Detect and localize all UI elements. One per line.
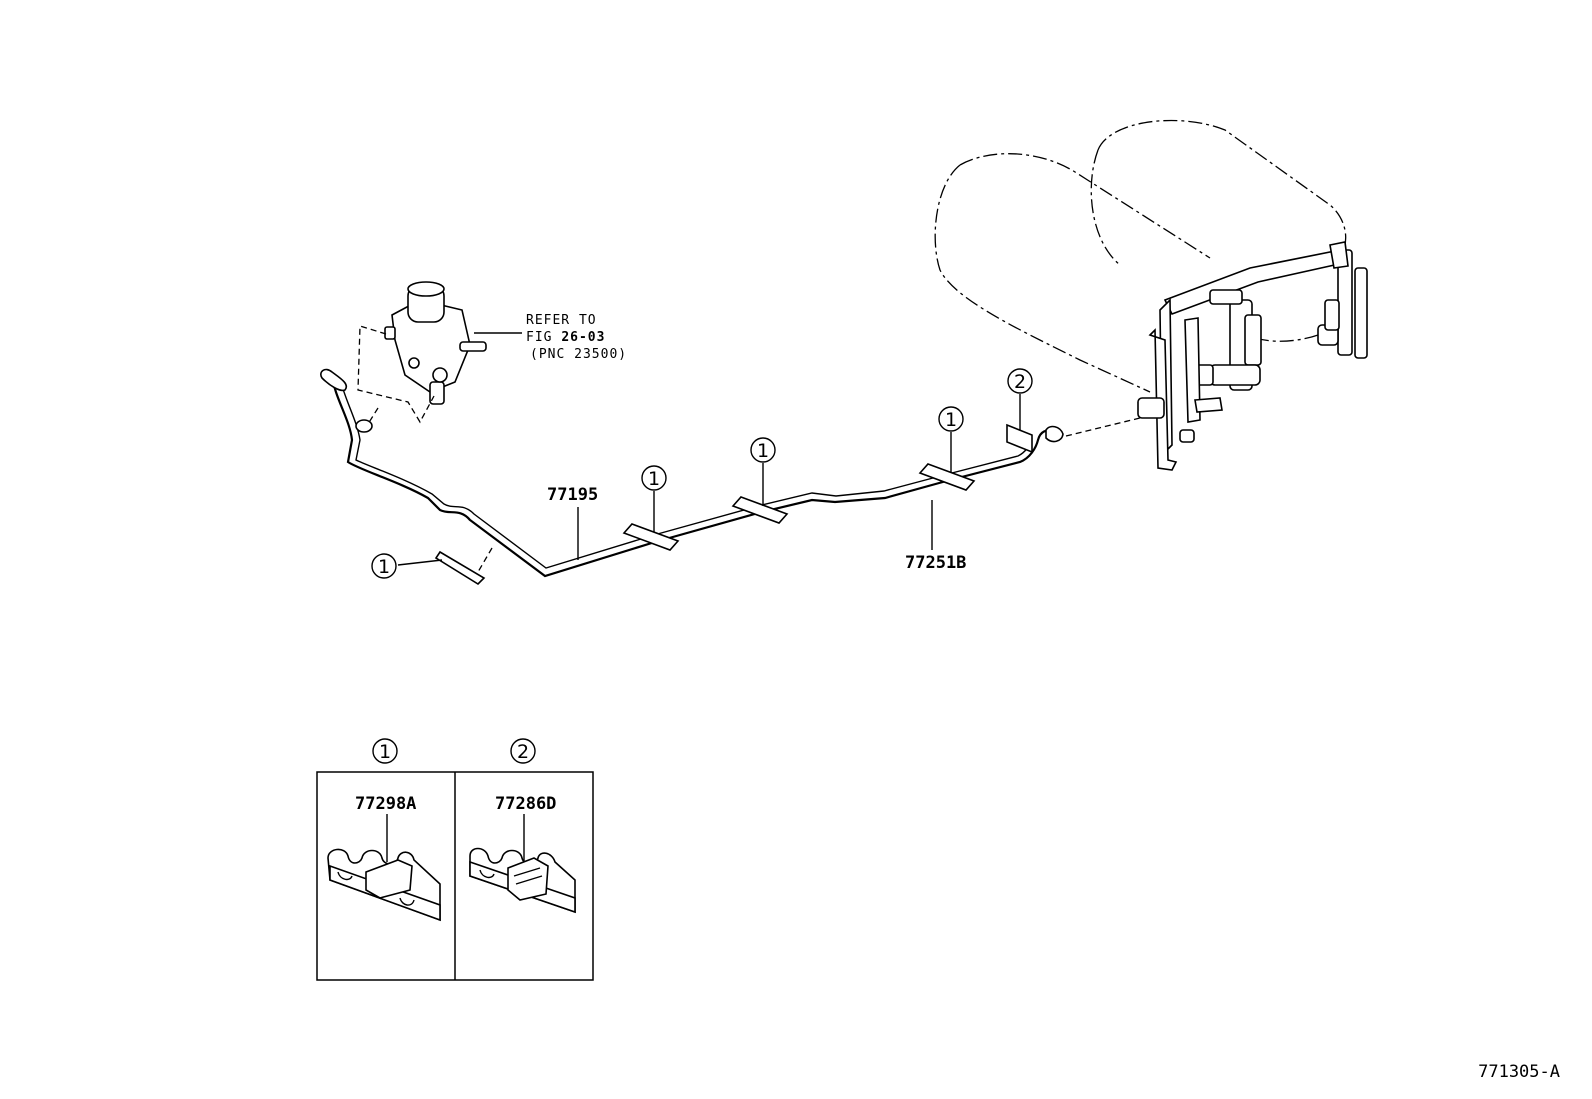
- svg-text:2: 2: [517, 741, 529, 763]
- pump-connection-dashed: [357, 325, 435, 424]
- clamp-detail-inset: 1 2 77298A 77286D: [316, 738, 594, 981]
- callout-clamp-2: 1: [750, 437, 776, 463]
- svg-text:1: 1: [379, 741, 391, 763]
- leader-lines: [397, 394, 1021, 566]
- clamp-77298a-drawing: [327, 848, 441, 922]
- callout-bracket: 2: [1007, 368, 1033, 394]
- part-label-77286d: 77286D: [495, 794, 556, 814]
- svg-text:1: 1: [648, 468, 660, 490]
- inset-callout-1: 1: [372, 738, 398, 764]
- svg-text:2: 2: [1014, 371, 1026, 393]
- part-label-77251b: 77251B: [905, 553, 966, 573]
- fuel-tank-outline: [934, 119, 1347, 393]
- callout-clamp-4: 1: [371, 553, 397, 579]
- refer-fig-label: FIG 26-03: [526, 330, 605, 345]
- part-label-77195: 77195: [547, 485, 598, 505]
- part-label-77298a: 77298A: [355, 794, 416, 814]
- fuel-tube: [320, 368, 1141, 578]
- svg-text:1: 1: [378, 556, 390, 578]
- tank-valve-assembly: [1137, 241, 1368, 471]
- svg-text:1: 1: [945, 409, 957, 431]
- refer-pnc-label: (PNC 23500): [530, 347, 627, 362]
- bracket-77286d-drawing: [469, 847, 576, 914]
- refer-to-label: REFER TO: [526, 313, 597, 328]
- callout-clamp-1: 1: [641, 465, 667, 491]
- clamp-marks: [434, 423, 1033, 586]
- svg-text:1: 1: [757, 440, 769, 462]
- figure-id: 771305-A: [1478, 1062, 1560, 1082]
- fuel-pump: [384, 281, 487, 405]
- callout-clamp-3: 1: [938, 406, 964, 432]
- inset-callout-2: 2: [510, 738, 536, 764]
